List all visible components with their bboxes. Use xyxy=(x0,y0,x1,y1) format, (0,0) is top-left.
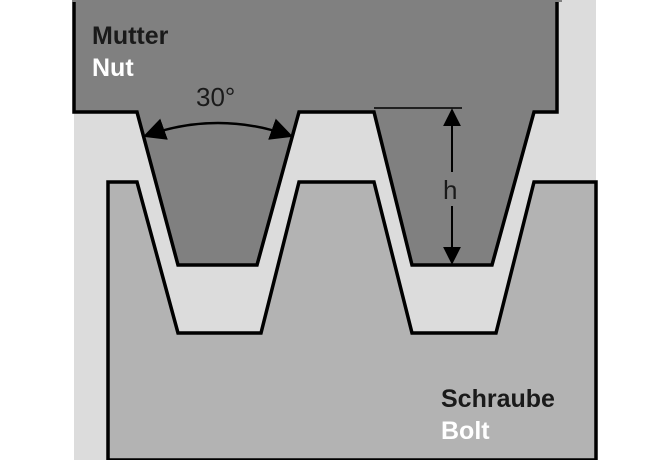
flank-angle-arc xyxy=(142,118,294,140)
bolt-label-english: Bolt xyxy=(441,417,490,445)
thread-depth-label: h xyxy=(443,175,457,205)
bolt-label-german: Schraube xyxy=(441,385,555,413)
nut-label-german: Mutter xyxy=(92,22,169,50)
nut-body xyxy=(72,0,559,267)
flank-angle-label: 30° xyxy=(196,82,235,112)
bolt-body xyxy=(106,180,598,460)
nut-label-english: Nut xyxy=(92,54,134,82)
